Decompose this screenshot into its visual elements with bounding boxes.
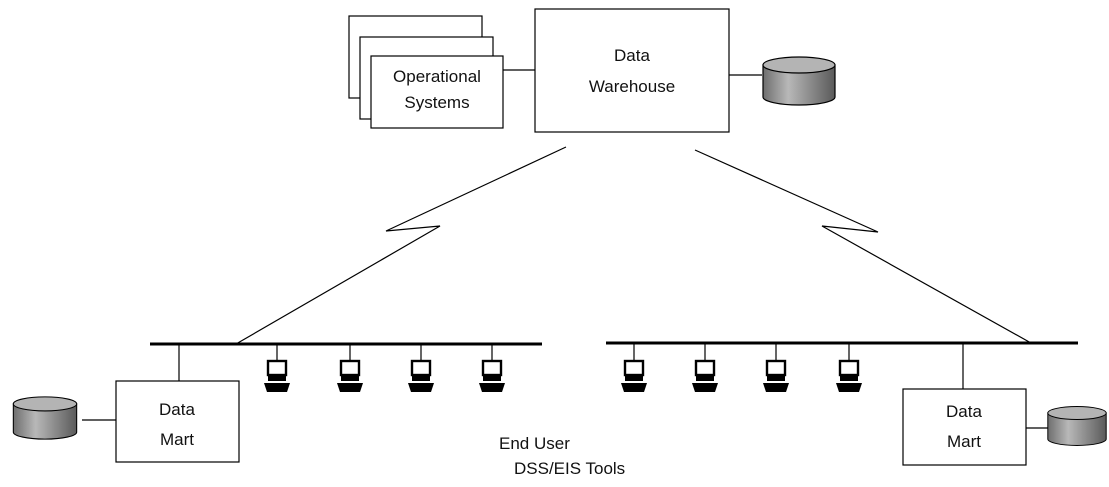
workstation-computer-icon <box>834 359 864 394</box>
datamart-right-database-icon <box>1047 406 1107 446</box>
data-mart-right-box <box>902 388 1027 466</box>
data-warehouse-node: Data Warehouse <box>534 8 730 133</box>
data-mart-left-label-line1: Data <box>159 400 195 419</box>
workstations-left <box>262 344 507 394</box>
workstation-computer-icon <box>406 359 436 394</box>
operational-systems-label-line2: Systems <box>404 93 469 112</box>
workstation-computer-icon <box>690 359 720 394</box>
data-warehouse-box <box>534 8 730 133</box>
workstation-computer-icon <box>262 359 292 394</box>
workstation-computer-icon <box>761 359 791 394</box>
datamart-left-database-icon <box>12 396 78 440</box>
wan-link-right <box>694 149 1032 344</box>
data-mart-left-node: Data Mart <box>115 380 240 463</box>
end-user-label-line1: End User <box>499 434 570 453</box>
workstations-right <box>619 343 864 394</box>
operational-systems-stack: Operational Systems <box>348 15 504 129</box>
workstation-computer-icon <box>619 359 649 394</box>
workstation-computer-icon <box>477 359 507 394</box>
wan-link-left <box>235 146 567 345</box>
data-mart-right-label-line1: Data <box>946 402 982 421</box>
end-user-label: End User DSS/EIS Tools <box>499 434 625 478</box>
end-user-label-line2: DSS/EIS Tools <box>514 459 625 478</box>
operational-systems-sheet-front <box>370 55 504 129</box>
data-mart-left-box <box>115 380 240 463</box>
data-mart-right-label-line2: Mart <box>947 432 981 451</box>
workstation-computer-icon <box>335 359 365 394</box>
data-mart-right-node: Data Mart <box>902 388 1027 466</box>
data-warehouse-label-line2: Warehouse <box>589 77 675 96</box>
operational-systems-label-line1: Operational <box>393 67 481 86</box>
data-warehouse-label-line1: Data <box>614 46 650 65</box>
data-mart-left-label-line2: Mart <box>160 430 194 449</box>
warehouse-database-icon <box>762 56 836 106</box>
